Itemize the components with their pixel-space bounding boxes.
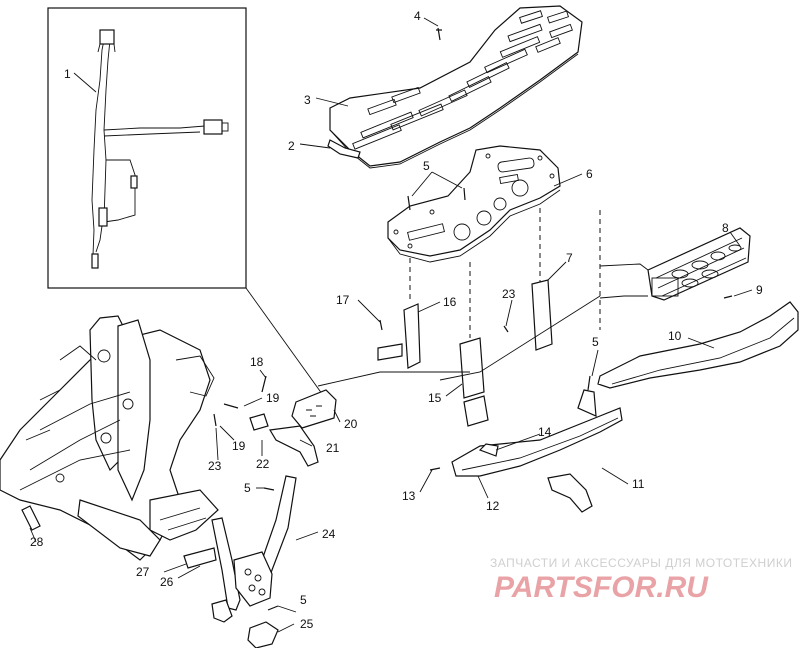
callout-5-bumper: 5: [592, 335, 599, 349]
callout-25: 25: [300, 617, 314, 631]
wiring-harness-inset: [47, 7, 247, 289]
callout-21: 21: [326, 441, 340, 455]
callout-4: 4: [414, 9, 421, 23]
control-module: [291, 389, 337, 429]
footrest-bracket: [211, 475, 297, 623]
callout-13: 13: [402, 489, 416, 503]
leader-lines: [29, 17, 753, 633]
watermark-logo: PARTSFOR.RU: [494, 571, 709, 604]
callout-3: 3: [304, 93, 311, 107]
callout-2: 2: [288, 139, 295, 153]
callout-5-lower: 5: [300, 593, 307, 607]
inset-leader: [245, 287, 326, 399]
callout-16: 16: [443, 295, 457, 309]
callout-11: 11: [632, 477, 645, 491]
callout-26: 26: [160, 575, 174, 589]
support-brackets: [377, 279, 553, 427]
frame-chassis: [0, 315, 219, 561]
callout-1: 1: [64, 67, 71, 81]
callout-20: 20: [344, 417, 358, 431]
callout-17: 17: [336, 293, 350, 307]
rack-bracket: [327, 139, 361, 159]
callout-12: 12: [486, 499, 500, 513]
callout-labels: 1 2 3 4 5 6 7 8 9 10 11 12 13 14 15 16 1…: [30, 9, 763, 631]
callout-5-plate: 5: [423, 159, 430, 173]
pin: [21, 505, 41, 531]
callout-6: 6: [586, 167, 593, 181]
callout-5-step: 5: [244, 481, 251, 495]
callout-8: 8: [722, 221, 729, 235]
callout-15: 15: [428, 391, 442, 405]
callout-19-lower: 19: [232, 439, 246, 453]
link-arm: [269, 425, 319, 467]
rack-base-plate: [387, 145, 561, 263]
callout-14: 14: [538, 425, 552, 439]
callout-24: 24: [322, 527, 336, 541]
callout-23-upper: 23: [502, 287, 516, 301]
callout-9: 9: [756, 283, 763, 297]
rear-grille: [647, 227, 751, 301]
rear-frame-bracket: [451, 389, 623, 513]
callout-28: 28: [30, 535, 44, 549]
rear-bumper: [597, 301, 799, 389]
rack-screw: [436, 27, 442, 41]
watermark-tagline: ЗАПЧАСТИ И АКСЕССУАРЫ ДЛЯ МОТОТЕХНИКИ: [490, 556, 792, 570]
callout-22: 22: [256, 457, 270, 471]
clip: [247, 621, 279, 648]
callout-10: 10: [668, 329, 682, 343]
watermark: ЗАПЧАСТИ И АКСЕССУАРЫ ДЛЯ МОТОТЕХНИКИ PA…: [490, 556, 792, 604]
callout-19-upper: 19: [266, 391, 280, 405]
callout-18: 18: [250, 355, 264, 369]
callout-27: 27: [136, 565, 150, 579]
callout-23-lower: 23: [208, 459, 222, 473]
callout-7: 7: [566, 251, 573, 265]
rear-rack-top: [329, 5, 583, 169]
